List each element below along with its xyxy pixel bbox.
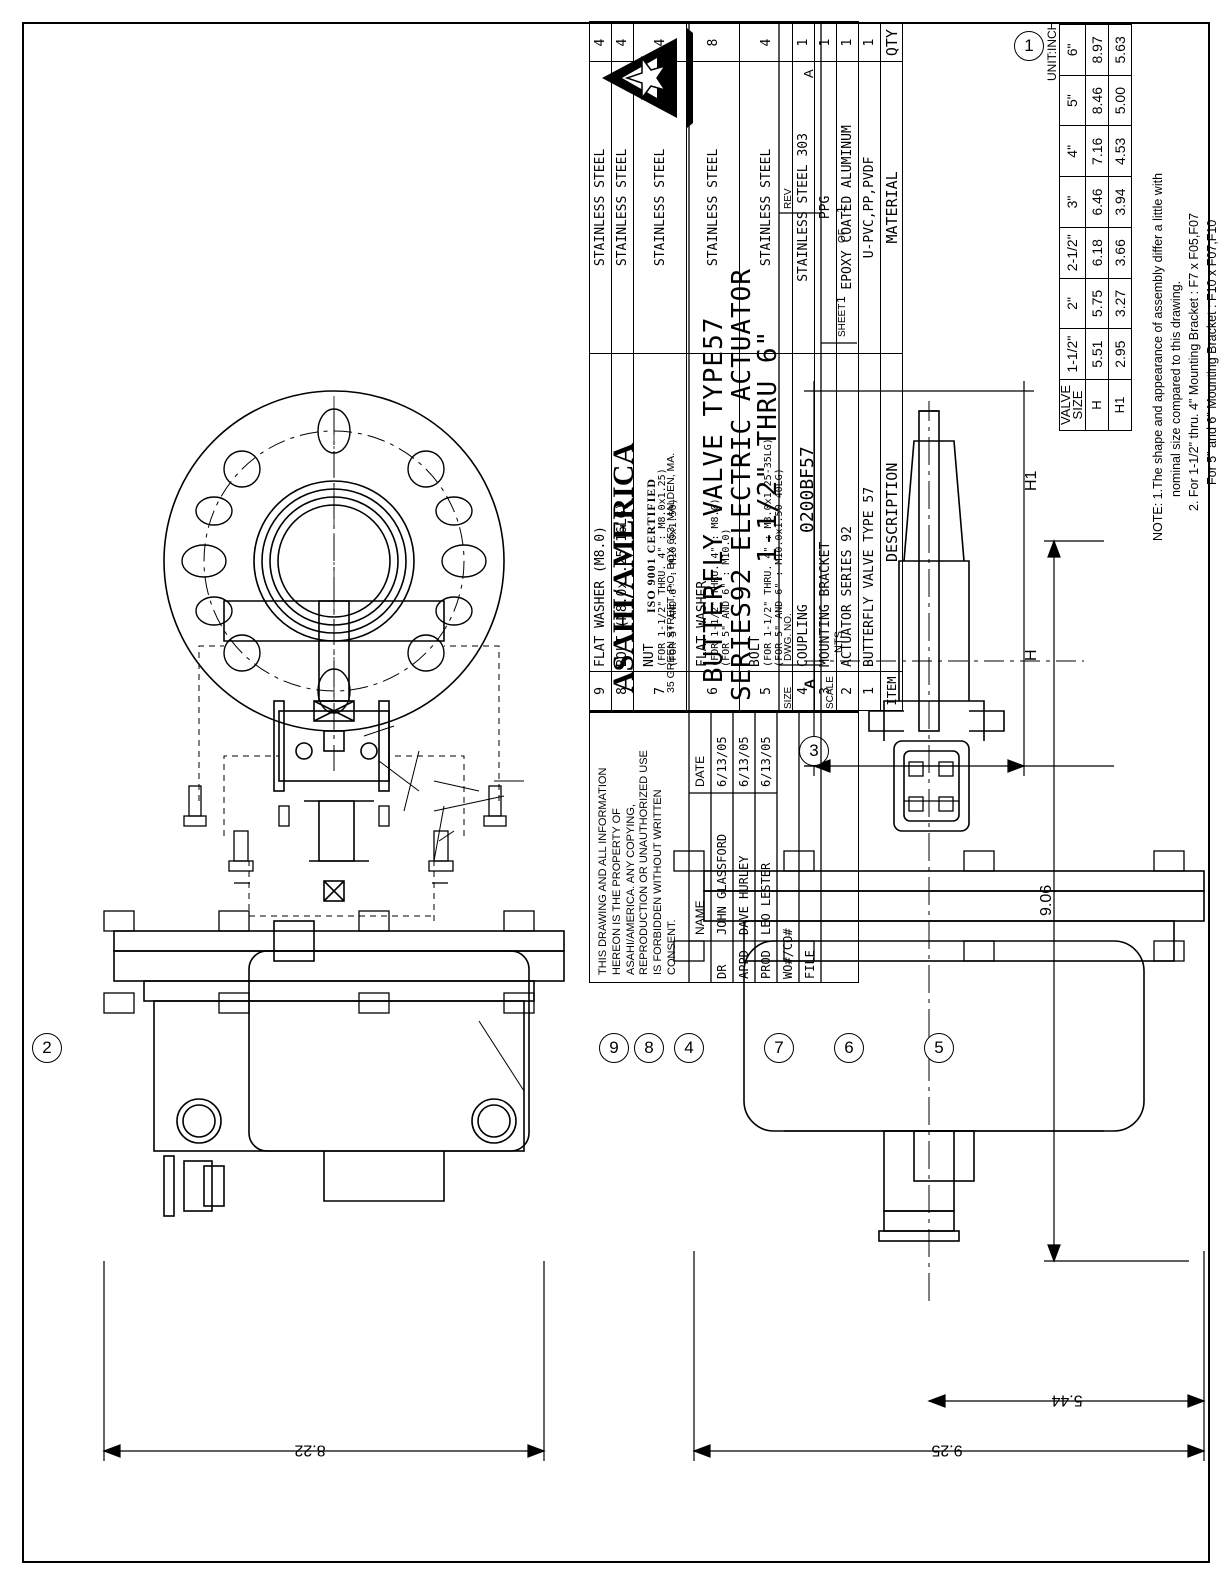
butterfly-valve-front (163, 390, 505, 732)
signoff-grid (688, 713, 822, 983)
valve-table-row-h1: H1 2.95 3.27 3.66 3.94 4.53 5.00 5.63 (1108, 24, 1132, 431)
table-cell: 8.46 (1085, 75, 1109, 126)
valve-size-header: VALVE SIZE (1058, 379, 1085, 431)
size-value: A (801, 678, 817, 689)
sheet-total: 1 (834, 206, 848, 213)
table-cell: 5.75 (1085, 278, 1109, 329)
bom-header-qty: QTY (880, 23, 903, 62)
dimension-lines (102, 381, 1206, 1461)
row-label: H (1085, 379, 1109, 431)
valve-size-col: 2-1/2" (1059, 227, 1086, 279)
unit-label: UNIT:INCH (1045, 21, 1059, 81)
side-view (673, 401, 1205, 1301)
balloon-2: 2 (32, 1033, 62, 1063)
table-cell: 4.53 (1108, 125, 1132, 177)
front-view (103, 390, 565, 1217)
scale-label: SCALE (825, 676, 836, 709)
valve-table-row-h: H 5.51 5.75 6.18 6.46 7.16 8.46 8.97 (1085, 24, 1109, 431)
valve-table-header: VALVE SIZE 1-1/2" 2" 2-1/2" 3" 4" 5" 6" (1058, 24, 1086, 431)
bom-material: U-PVC,PP,PVDF (858, 61, 881, 354)
balloon-6: 6 (834, 1033, 864, 1063)
table-cell: 5.00 (1108, 75, 1132, 126)
row-label: H1 (1108, 379, 1132, 431)
table-cell: 8.97 (1085, 24, 1109, 76)
bom-header-material: MATERIAL (880, 61, 903, 354)
size-label: SIZE (783, 686, 794, 709)
technical-drawing (102, 381, 1206, 1461)
table-cell: 6.46 (1085, 176, 1109, 228)
valve-size-col: 6" (1059, 24, 1086, 76)
valve-size-col: 1-1/2" (1059, 328, 1086, 380)
revision-label: REV (783, 188, 794, 209)
revision-value: A (801, 69, 816, 78)
drawing-number: 0200BF57 (797, 446, 818, 533)
valve-size-col: 4" (1059, 125, 1086, 177)
valve-size-col: 3" (1059, 176, 1086, 228)
iso-certification: ISO 9001 CERTIFIED (644, 478, 658, 613)
sheet-label: SHEET (837, 303, 848, 337)
table-cell: 7.16 (1085, 125, 1109, 177)
table-cell: 6.18 (1085, 227, 1109, 279)
title-grid (688, 23, 857, 713)
balloon-5: 5 (924, 1033, 954, 1063)
bom-header-item: ITEM (880, 671, 903, 711)
table-cell: 5.51 (1085, 328, 1109, 380)
notes-block: NOTE: 1.The shape and appearance of asse… (1149, 173, 1222, 541)
scale-value: NTS (833, 631, 845, 653)
drawing-title-line: BUTTERFLY VALVE TYPE57 (699, 316, 729, 683)
sheet-number: 1 (834, 296, 848, 303)
note-line: NOTE: 1.The shape and appearance of asse… (1151, 172, 1165, 541)
drawing-title-line: 1-1/2" THRU 6" (753, 329, 783, 563)
table-cell: 3.94 (1108, 176, 1132, 228)
balloon-1: 1 (1014, 31, 1044, 61)
valve-size-table: VALVE SIZE 1-1/2" 2" 2-1/2" 3" 4" 5" 6" … (1058, 24, 1132, 431)
balloon-8: 8 (634, 1033, 664, 1063)
balloon-4: 4 (674, 1033, 704, 1063)
company-name: ASAHI/AMERICA (607, 442, 640, 693)
balloon-7: 7 (764, 1033, 794, 1063)
bom-qty: 1 (858, 23, 881, 62)
valve-size-col: 5" (1059, 75, 1086, 126)
table-cell: 5.63 (1108, 24, 1132, 76)
title-block: THIS DRAWING AND ALL INFORMATION HEREON … (589, 21, 859, 983)
landscape-drawing-frame: 8.22 9.25 5.44 9.06 H H1 1 2 3 4 5 6 7 8… (22, 21, 1219, 1563)
bom-item: 1 (858, 671, 881, 711)
bom-header-row: ITEM DESCRIPTION MATERIAL QTY (880, 23, 903, 711)
note-line: nominal size compared to this drawing. (1169, 280, 1184, 497)
bom-header-desc: DESCRIPTION (880, 353, 903, 672)
table-cell: 2.95 (1108, 328, 1132, 380)
balloon-9: 9 (599, 1033, 629, 1063)
table-cell: 3.66 (1108, 227, 1132, 279)
note-line: For 5" and 6" Mounting Bracket : F10 x F… (1205, 219, 1220, 485)
of-label: OF (837, 229, 848, 243)
bom-desc: BUTTERFLY VALVE TYPE 57 (858, 353, 881, 672)
table-cell: 3.27 (1108, 278, 1132, 329)
bom-row: 1 BUTTERFLY VALVE TYPE 57 U-PVC,PP,PVDF … (858, 23, 881, 711)
valve-size-col: 2" (1059, 278, 1086, 329)
company-address: 35 GREEN STREET, P.O. BOX 653, MALDEN, M… (665, 452, 677, 693)
drawing-number-label: DWG. NO. (783, 613, 794, 661)
note-line: 2. For 1-1/2" thru. 4" Mounting Bracket … (1187, 213, 1202, 511)
asahi-america-logo (602, 28, 693, 128)
